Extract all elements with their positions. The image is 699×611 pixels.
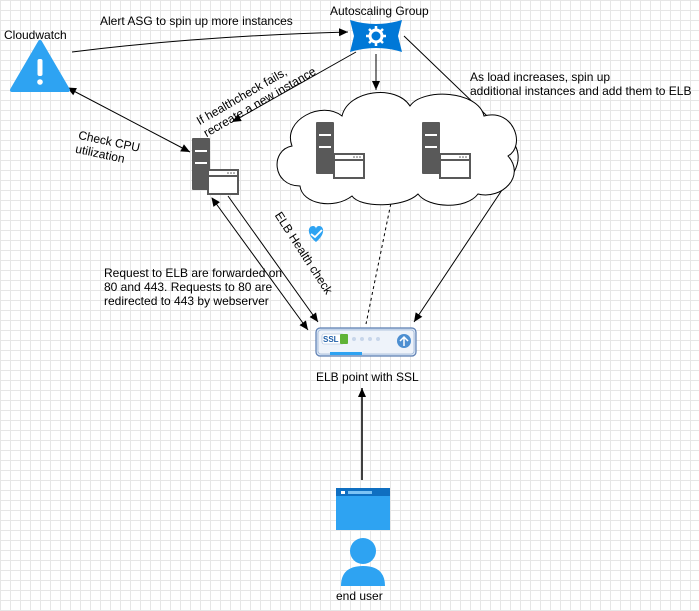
ssl-tag-label: SSL xyxy=(323,335,339,344)
connector-server-elb-traffic xyxy=(211,197,309,331)
connector-cloudwatch-to-asg xyxy=(71,28,349,53)
cloudwatch-label: Cloudwatch xyxy=(4,28,67,42)
gear-icon xyxy=(350,20,402,52)
load-increase-line1: As load increases, spin up xyxy=(470,70,611,84)
user-icon xyxy=(341,538,385,586)
connector-cloud-to-elb-dashed xyxy=(365,197,393,325)
browser-window-icon xyxy=(336,488,390,530)
elb-point-label: ELB point with SSL xyxy=(316,370,419,384)
request-forward-label: Request to ELB are forwarded on 80 and 4… xyxy=(104,266,283,308)
autoscaling-group-label: Autoscaling Group xyxy=(330,4,429,18)
end-user-label: end user xyxy=(336,589,383,603)
load-increase-line2: additional instances and add them to ELB xyxy=(470,84,692,98)
heart-check-icon xyxy=(308,226,324,242)
server-icon xyxy=(422,122,471,179)
connector-asg-to-server xyxy=(231,51,357,123)
server-icon xyxy=(192,138,239,195)
connector-cloudwatch-server-bidirectional xyxy=(67,87,191,153)
alert-asg-label: Alert ASG to spin up more instances xyxy=(100,14,293,28)
warning-triangle-icon xyxy=(10,40,70,92)
instance-cloud xyxy=(276,92,517,206)
server-icon xyxy=(316,122,365,179)
load-balancer-icon xyxy=(315,327,417,357)
connector-server-elb-healthcheck xyxy=(227,195,319,323)
